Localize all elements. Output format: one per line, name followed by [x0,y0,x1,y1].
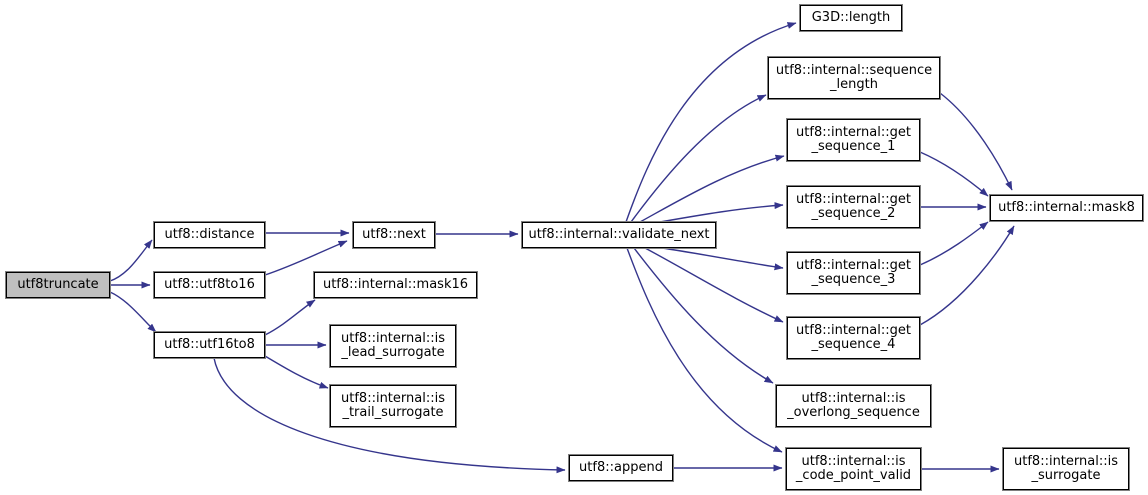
edge-validate_next-to-get_sequence_2 [659,202,784,223]
edge-validate_next-to-get_sequence_4 [644,247,784,323]
node-is_overlong_sequence[interactable]: utf8::internal::is _overlong_sequence [775,384,932,428]
node-is_trail_surrogate[interactable]: utf8::internal::is _trail_surrogate [329,384,457,428]
node-append[interactable]: utf8::append [568,454,674,482]
node-is_surrogate[interactable]: utf8::internal::is _surrogate [1002,447,1130,491]
node-sequence_length[interactable]: utf8::internal::sequence _length [767,56,941,100]
edge-get_sequence_3-to-mask8 [919,221,989,266]
node-utf8to16[interactable]: utf8::utf8to16 [153,271,266,299]
node-next[interactable]: utf8::next [352,221,436,249]
node-get_sequence_3[interactable]: utf8::internal::get _sequence_3 [786,251,921,295]
edge-validate_next-to-get_sequence_1 [639,154,785,223]
node-utf16to8[interactable]: utf8::utf16to8 [153,331,266,359]
edge-utf8to16-to-next [264,240,348,276]
node-get_sequence_1[interactable]: utf8::internal::get _sequence_1 [786,118,921,162]
node-distance[interactable]: utf8::distance [153,221,266,249]
node-is_lead_surrogate[interactable]: utf8::internal::is _lead_surrogate [329,324,457,368]
node-mask16[interactable]: utf8::internal::mask16 [313,271,478,299]
edge-validate_next-to-sequence_length [630,94,767,223]
node-get_sequence_2[interactable]: utf8::internal::get _sequence_2 [786,185,921,229]
edge-utf16to8-to-mask16 [264,299,316,336]
edge-sequence_length-to-mask8 [939,92,1013,191]
edge-get_sequence_1-to-mask8 [919,151,989,197]
node-is_code_point_valid[interactable]: utf8::internal::is _code_point_valid [785,447,922,491]
edge-utf16to8-to-is_trail_surrogate [264,355,329,389]
node-mask8[interactable]: utf8::internal::mask8 [989,194,1144,222]
edge-validate_next-to-is_code_point_valid [626,247,783,453]
node-utf8truncate[interactable]: utf8truncate [5,271,111,299]
edge-utf8truncate-to-utf16to8 [109,291,157,333]
node-get_sequence_4[interactable]: utf8::internal::get _sequence_4 [786,316,921,360]
edge-validate_next-to-is_overlong_sequence [633,247,774,384]
node-validate_next[interactable]: utf8::internal::validate_next [521,221,717,249]
edge-validate_next-to-get_sequence_3 [661,247,784,271]
edge-validate_next-to-g3d_length [625,22,797,223]
edge-get_sequence_4-to-mask8 [919,225,1015,326]
node-g3d_length[interactable]: G3D::length [799,4,903,32]
edge-utf8truncate-to-distance [109,239,153,282]
